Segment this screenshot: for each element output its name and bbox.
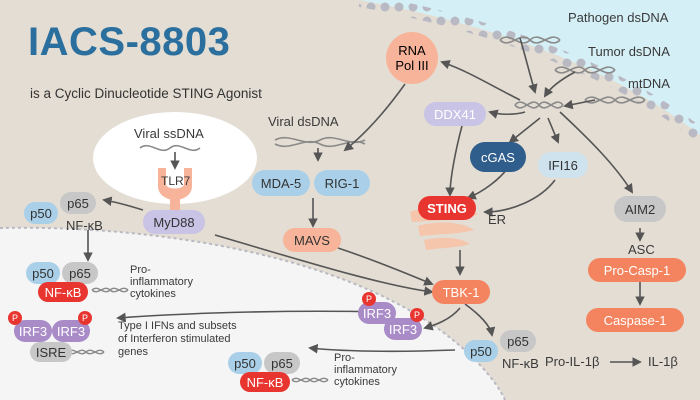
node-myd88: MyD88 xyxy=(143,210,205,234)
node-ddx41: DDX41 xyxy=(424,102,486,126)
node-mavs: MAVS xyxy=(283,228,341,252)
node-pro-casp1: Pro-Casp-1 xyxy=(588,258,686,282)
cell-membrane xyxy=(358,0,700,141)
nfkb-bottom-nfkb: NF-κB xyxy=(240,372,290,392)
irf3-left-phospho-b: P xyxy=(78,311,92,325)
rna-pol-line1: RNA xyxy=(398,43,426,58)
nfkb-left-nfkb: NF-κB xyxy=(38,282,88,302)
irf3-left-out3: genes xyxy=(118,346,148,358)
label-er: ER xyxy=(488,212,507,227)
dna-icon-cytosolic xyxy=(514,101,564,109)
rna-pol-line2: Pol III xyxy=(395,58,429,73)
nfkb-left-out2: inflammatory xyxy=(130,276,193,288)
dna-icon-tumor xyxy=(554,66,616,74)
label-viral-ssdna: Viral ssDNA xyxy=(134,126,204,141)
nfkb-left-out1: Pro- xyxy=(130,264,151,276)
irf3-left-b: IRF3 xyxy=(52,320,90,342)
nfkb-bottom-out2: inflammatory xyxy=(334,364,397,376)
label-tumor-dsdna: Tumor dsDNA xyxy=(588,44,670,59)
ssdna-icon xyxy=(139,144,201,152)
irf3-left-out1: Type I IFNs and subsets xyxy=(118,320,237,332)
isre-box: ISRE xyxy=(30,342,72,362)
node-aim2: AIM2 xyxy=(614,196,666,222)
gene-dna-icon-1 xyxy=(91,287,129,293)
irf3-left-a: IRF3 xyxy=(14,320,52,342)
label-il1b: IL-1β xyxy=(648,354,678,369)
nuclear-membrane xyxy=(0,226,506,400)
extracellular-space xyxy=(360,0,700,135)
tlr7-receptor-shape xyxy=(158,168,192,200)
nfkb-right-p50: p50 xyxy=(464,340,498,362)
node-sting: STING xyxy=(418,196,476,220)
nfkb-right-p65: p65 xyxy=(500,330,536,352)
irf3-left-phospho-a: P xyxy=(8,311,22,325)
nfkb-right-label: NF-κB xyxy=(502,356,539,371)
nfkb-bottom-p50: p50 xyxy=(228,352,262,374)
nfkb-top-p65: p65 xyxy=(60,192,96,214)
nucleus-region xyxy=(0,227,505,400)
node-caspase1: Caspase-1 xyxy=(586,308,684,332)
nfkb-top-label: NF-κB xyxy=(66,218,103,233)
nfkb-left-out3: cytokines xyxy=(130,288,176,300)
page-subtitle: is a Cyclic Dinucleotide STING Agonist xyxy=(30,86,262,101)
label-tlr7: TLR7 xyxy=(161,174,191,188)
irf3-center-phospho-a: P xyxy=(362,292,376,306)
label-viral-dsdna: Viral dsDNA xyxy=(268,114,339,129)
gene-dna-icon-3 xyxy=(291,377,329,383)
irf3-center-a: IRF3 xyxy=(358,302,396,324)
nfkb-top-p50: p50 xyxy=(24,202,58,224)
node-rna-pol-iii: RNA Pol III xyxy=(386,32,438,84)
label-pathogen-dsdna: Pathogen dsDNA xyxy=(568,10,669,25)
node-cgas: cGAS xyxy=(470,142,526,172)
dna-icon-pathogen xyxy=(499,36,561,44)
dna-icon-mt xyxy=(584,96,646,104)
irf3-left-out2: of Interferon stimulated xyxy=(118,333,231,345)
tlr7-stem xyxy=(170,198,180,212)
nfkb-bottom-p65: p65 xyxy=(264,352,300,374)
node-ifi16: IFI16 xyxy=(538,152,588,178)
nfkb-left-p65: p65 xyxy=(62,262,98,284)
irf3-center-b: IRF3 xyxy=(384,318,422,340)
page-title: IACS-8803 xyxy=(28,20,231,64)
node-rig1: RIG-1 xyxy=(314,170,370,196)
label-pro-il1b: Pro-IL-1β xyxy=(545,354,600,369)
node-mda5: MDA-5 xyxy=(252,170,310,196)
node-tbk1: TBK-1 xyxy=(432,280,490,304)
gene-dna-icon-2 xyxy=(67,349,105,355)
label-mtdna: mtDNA xyxy=(628,76,670,91)
nfkb-left-p50: p50 xyxy=(26,262,60,284)
irf3-center-phospho-b: P xyxy=(410,308,424,322)
nfkb-bottom-out1: Pro- xyxy=(334,352,355,364)
nfkb-bottom-out3: cytokines xyxy=(334,376,380,388)
label-asc: ASC xyxy=(628,242,655,257)
